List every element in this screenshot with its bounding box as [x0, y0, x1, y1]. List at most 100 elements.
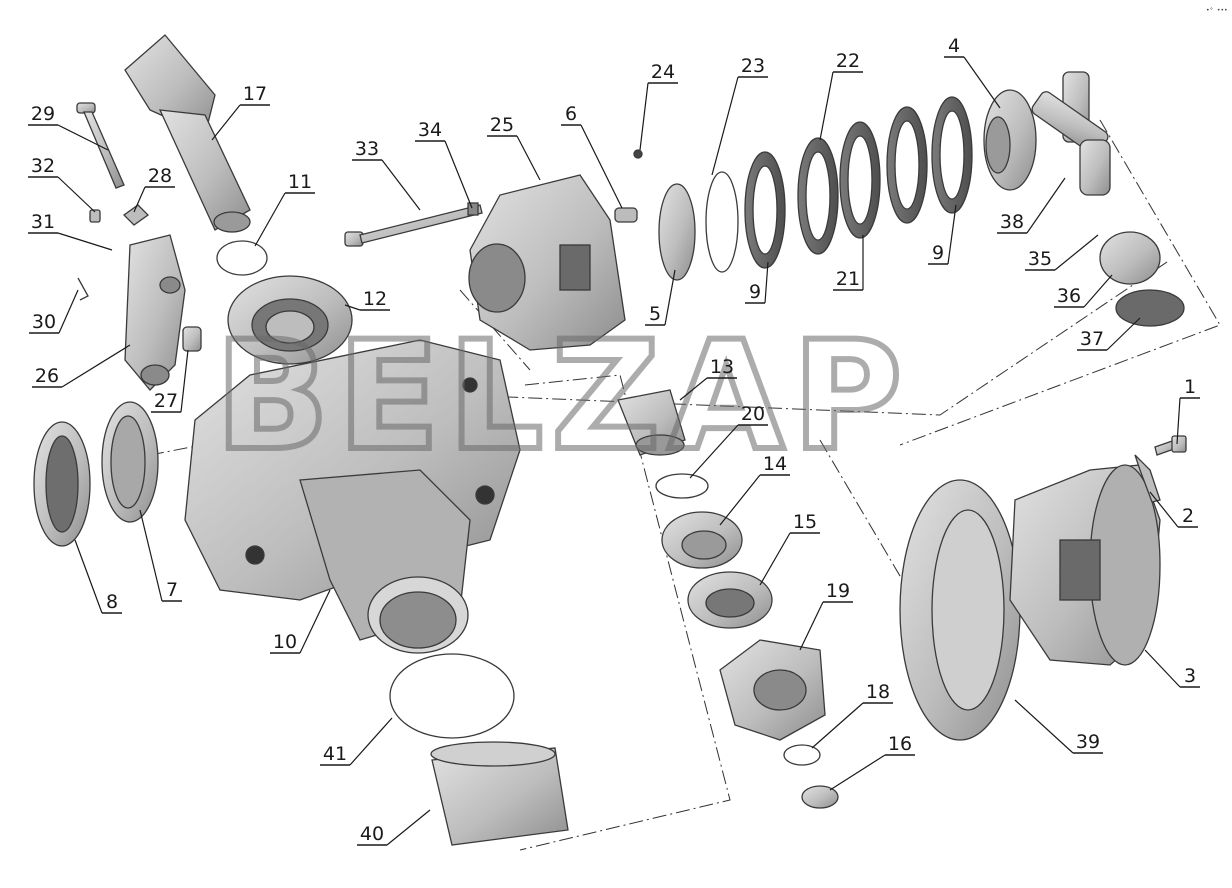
callout-label: 1	[1184, 376, 1196, 398]
callout-leader	[1144, 649, 1181, 688]
callout-label: 16	[888, 733, 912, 755]
callout-17: 17	[211, 83, 270, 141]
carrier-bolt-part	[344, 204, 483, 247]
dowel-pin-part	[633, 149, 643, 159]
callout-leader	[516, 135, 541, 181]
callout-leader	[344, 304, 361, 311]
callout-leader	[829, 754, 886, 791]
callout-leader	[1176, 397, 1181, 445]
callout-label: 17	[243, 83, 267, 105]
callout-leader	[386, 809, 431, 846]
callout-10: 10	[270, 589, 331, 654]
callout-27: 27	[151, 349, 189, 413]
sleeve-part	[430, 741, 569, 846]
callout-leader	[963, 56, 1001, 109]
callout-leader	[759, 532, 791, 586]
callout-label: 2	[1182, 505, 1194, 527]
ball-bearing-part	[661, 511, 743, 569]
callout-32: 32	[28, 155, 96, 213]
fork-lever-part	[124, 234, 186, 391]
callout-4: 4	[944, 35, 1001, 109]
callout-label: 41	[323, 743, 347, 765]
callout-label: 6	[565, 103, 577, 125]
bearing-race-outer-part	[33, 421, 91, 547]
pinion-shaft-part	[124, 34, 251, 233]
callout-label: 31	[31, 211, 55, 233]
callout-26: 26	[32, 344, 131, 388]
callout-leader	[57, 176, 96, 213]
callout-9: 9	[928, 204, 957, 265]
callout-leader	[57, 232, 113, 251]
callout-3: 3	[1144, 649, 1200, 688]
oil-seal-part	[687, 571, 773, 629]
callout-label: 21	[836, 268, 860, 290]
callout-label: 13	[710, 356, 734, 378]
callout-34: 34	[415, 119, 473, 209]
callout-label: 9	[932, 242, 944, 264]
callout-label: 7	[166, 579, 178, 601]
callout-16: 16	[829, 733, 915, 791]
pinion-gear-part	[1099, 231, 1161, 285]
callout-15: 15	[759, 511, 820, 586]
callout-label: 36	[1057, 285, 1081, 307]
callout-12: 12	[344, 288, 390, 311]
callout-leader	[679, 377, 708, 401]
case-bolt-part	[1154, 435, 1187, 456]
callout-leader	[381, 159, 421, 211]
callout-label: 28	[148, 165, 172, 187]
callout-23: 23	[711, 55, 768, 176]
callout-label: 22	[836, 50, 860, 72]
roller-bearing-part	[227, 275, 353, 365]
long-bolt-part	[76, 102, 125, 189]
callout-label: 25	[490, 114, 514, 136]
callout-leader	[180, 349, 189, 413]
callout-leader	[299, 589, 331, 654]
callout-label: 37	[1080, 328, 1104, 350]
callout-label: 14	[763, 453, 787, 475]
flange-part	[719, 639, 826, 741]
callout-8: 8	[74, 539, 122, 614]
spring-clip-part	[77, 277, 89, 301]
callout-label: 24	[651, 61, 675, 83]
callout-leader	[664, 269, 676, 326]
callout-35: 35	[1025, 234, 1099, 271]
callout-leader	[719, 474, 761, 526]
callout-41: 41	[320, 717, 393, 766]
callout-36: 36	[1054, 274, 1113, 308]
callout-leader	[1083, 274, 1113, 308]
callout-leader	[689, 424, 739, 479]
callout-28: 28	[133, 165, 175, 213]
main-housing-part	[184, 339, 521, 654]
callout-label: 20	[741, 403, 765, 425]
callout-label: 40	[360, 823, 384, 845]
callout-37: 37	[1077, 317, 1141, 351]
callout-label: 27	[154, 390, 178, 412]
ring-gear-part	[899, 479, 1021, 741]
callout-1: 1	[1176, 376, 1200, 445]
callout-label: 9	[749, 281, 761, 303]
callout-leader	[764, 261, 769, 304]
lock-washer-part	[1134, 454, 1161, 503]
callout-6: 6	[561, 103, 623, 209]
callout-label: 38	[1000, 211, 1024, 233]
callout-label: 19	[826, 580, 850, 602]
large-o-ring-part	[389, 653, 515, 739]
callout-21: 21	[833, 235, 864, 291]
watermark: BELZAP	[215, 310, 910, 484]
callout-leader	[1014, 699, 1074, 754]
small-bolt-part	[89, 209, 101, 223]
callout-19: 19	[799, 580, 853, 651]
callout-leader	[57, 124, 109, 151]
callout-29: 29	[28, 103, 109, 151]
callout-leader	[819, 71, 834, 141]
callout-13: 13	[679, 356, 737, 401]
corner-mark: •° •••	[1206, 7, 1228, 14]
callout-label: 30	[32, 311, 56, 333]
callout-30: 30	[29, 289, 79, 334]
callout-leader	[133, 186, 146, 213]
callout-leader	[639, 82, 649, 151]
callout-label: 35	[1028, 248, 1052, 270]
callout-38: 38	[997, 177, 1066, 234]
callout-5: 5	[645, 269, 676, 326]
